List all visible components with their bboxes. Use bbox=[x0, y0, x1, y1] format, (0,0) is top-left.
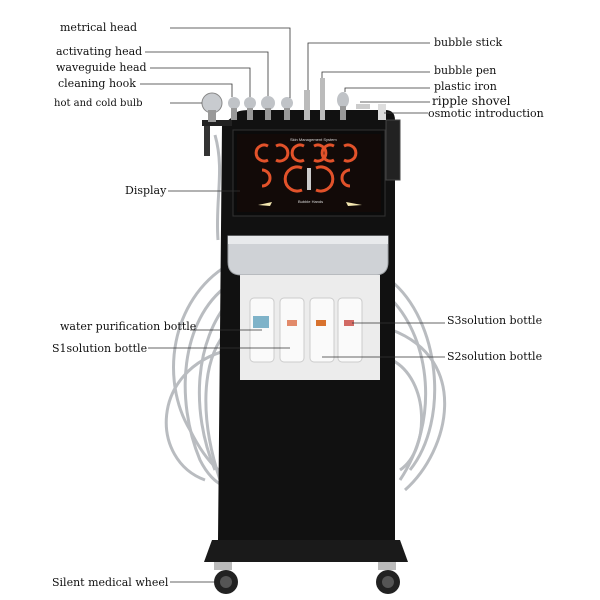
label-hot-cold-bulb: hot and cold bulb bbox=[54, 98, 143, 109]
screen-icons bbox=[254, 143, 358, 193]
label-activating-head: activating head bbox=[56, 45, 143, 58]
label-bubble-pen: bubble pen bbox=[434, 64, 497, 77]
label-display: Display bbox=[125, 184, 167, 197]
label-cleaning-hook: cleaning hook bbox=[58, 77, 136, 90]
label-s1-bottle: S1solution bottle bbox=[52, 342, 148, 355]
label-ripple-shovel: ripple shovel bbox=[432, 94, 511, 108]
label-s2-bottle: S2solution bottle bbox=[447, 350, 543, 363]
label-water-purification-bottle: water purification bottle bbox=[60, 320, 197, 333]
screen-title: Skin Management System bbox=[290, 137, 337, 142]
wheel-left bbox=[214, 562, 238, 594]
label-plastic-iron: plastic iron bbox=[434, 80, 497, 93]
cables bbox=[164, 134, 447, 492]
label-metrical-head: metrical head bbox=[60, 21, 138, 34]
label-bubble-stick: bubble stick bbox=[434, 36, 503, 49]
label-osmotic-introduction: osmotic introduction bbox=[428, 107, 544, 120]
leader-lines bbox=[140, 27, 445, 583]
wheel-right bbox=[376, 562, 400, 594]
screen-mode: Bubble Hands bbox=[298, 199, 324, 204]
handpieces bbox=[201, 78, 386, 122]
base bbox=[204, 540, 408, 562]
label-waveguide-head: waveguide head bbox=[56, 61, 147, 74]
label-wheel: Silent medical wheel bbox=[52, 576, 169, 589]
bottles bbox=[249, 297, 363, 363]
label-s3-bottle: S3solution bottle bbox=[447, 314, 543, 327]
